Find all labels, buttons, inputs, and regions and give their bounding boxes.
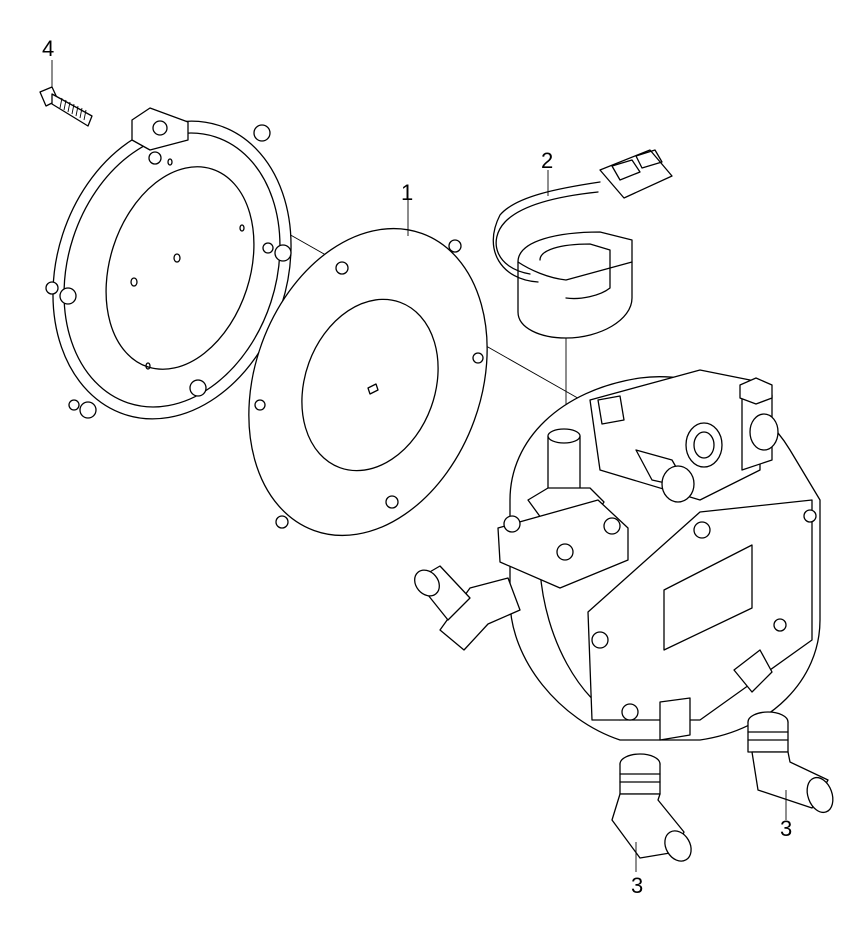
callout-3-right: 3 [780, 816, 793, 841]
callout-1: 1 [401, 180, 414, 205]
hose-fitting-right-part [747, 711, 834, 820]
callout-3-bottom: 3 [631, 873, 644, 898]
hose-fitting-bottom-part [611, 753, 692, 872]
diaphragm-part [248, 200, 488, 537]
screw-part [39, 60, 93, 127]
regulator-body-part [414, 369, 821, 741]
solenoid-coil-part [492, 149, 673, 339]
callout-4: 4 [42, 36, 55, 61]
callout-2: 2 [541, 148, 554, 173]
